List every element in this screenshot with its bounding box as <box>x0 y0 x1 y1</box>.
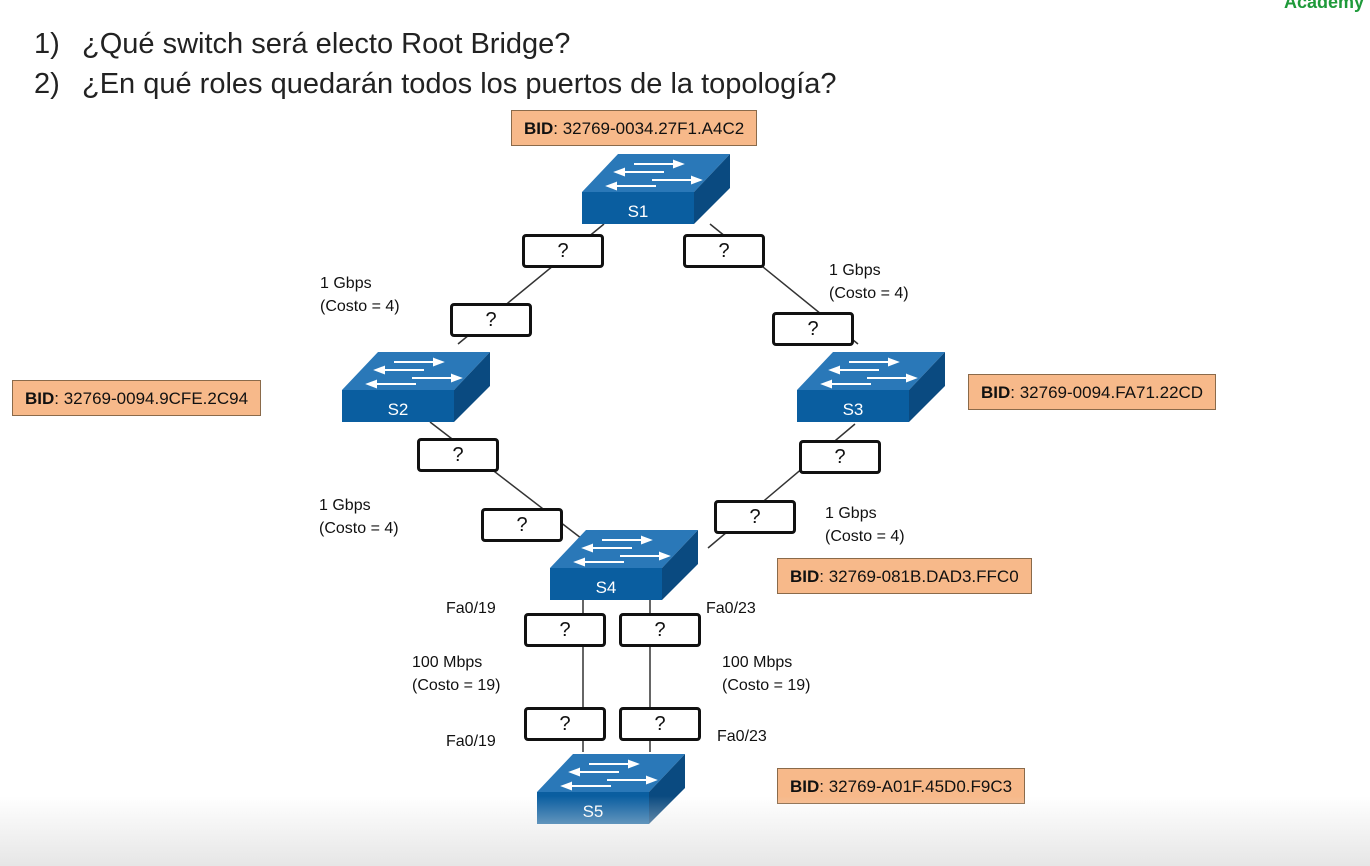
bid-value: : 32769-081B.DAD3.FFC0 <box>819 567 1019 586</box>
switch-icon <box>797 352 945 422</box>
bid-key: BID <box>981 383 1011 402</box>
link-cost: (Costo = 4) <box>320 298 400 315</box>
link-cost: (Costo = 19) <box>412 677 501 694</box>
switch-label: S2 <box>387 400 409 419</box>
question-text: ¿En qué roles quedarán todos los puertos… <box>82 68 837 100</box>
switch-label: S3 <box>842 400 864 419</box>
link-speed: 1 Gbps <box>825 505 877 522</box>
link-cost: (Costo = 4) <box>829 285 909 302</box>
bid-key: BID <box>524 119 554 138</box>
switch-icon <box>550 530 698 600</box>
port-role-s2-to-s4[interactable]: ? <box>417 438 499 472</box>
link-cost: (Costo = 4) <box>825 528 905 545</box>
switch-icon <box>582 154 730 224</box>
brand-logo-text: Academy <box>1284 0 1365 12</box>
port-role-s4-to-s3[interactable]: ? <box>714 500 796 534</box>
link-cost: (Costo = 4) <box>319 520 399 537</box>
port-role-s4-fa023[interactable]: ? <box>619 613 701 647</box>
link-cost: (Costo = 19) <box>722 677 811 694</box>
switch-s5[interactable]: S5 <box>537 752 687 826</box>
switch-label: S1 <box>627 202 649 221</box>
port-role-s4-fa019[interactable]: ? <box>524 613 606 647</box>
switch-s3[interactable]: S3 <box>797 350 947 424</box>
bid-key: BID <box>790 567 820 586</box>
question-number: 2) <box>34 68 60 100</box>
port-role-s3-to-s4[interactable]: ? <box>799 440 881 474</box>
link-label-s2-s4: 1 Gbps (Costo = 4) <box>319 494 399 540</box>
bid-value: : 32769-0034.27F1.A4C2 <box>553 119 745 138</box>
port-role-s3-to-s1[interactable]: ? <box>772 312 854 346</box>
link-speed: 1 Gbps <box>320 275 372 292</box>
link-label-s1-s2: 1 Gbps (Costo = 4) <box>320 272 400 318</box>
question-1: 1) ¿Qué switch será electo Root Bridge? <box>34 28 570 61</box>
bid-box-s1: BID: 32769-0034.27F1.A4C2 <box>511 110 758 146</box>
link-label-s4-s5-fa023: 100 Mbps (Costo = 19) <box>722 651 810 697</box>
bid-box-s3: BID: 32769-0094.FA71.22CD <box>968 374 1217 410</box>
port-role-s1-to-s3[interactable]: ? <box>683 234 765 268</box>
interface-label-s4-fa023: Fa0/23 <box>706 600 756 617</box>
link-label-s1-s3: 1 Gbps (Costo = 4) <box>829 259 909 305</box>
bid-value: : 32769-0094.9CFE.2C94 <box>54 389 249 408</box>
bid-key: BID <box>25 389 55 408</box>
switch-icon <box>342 352 490 422</box>
switch-s1[interactable]: S1 <box>582 152 732 226</box>
bid-key: BID <box>790 777 820 796</box>
link-speed: 100 Mbps <box>412 654 483 671</box>
link-label-s3-s4: 1 Gbps (Costo = 4) <box>825 502 905 548</box>
port-role-s1-to-s2[interactable]: ? <box>522 234 604 268</box>
bid-value: : 32769-A01F.45D0.F9C3 <box>819 777 1013 796</box>
bid-box-s2: BID: 32769-0094.9CFE.2C94 <box>12 380 262 416</box>
question-text: ¿Qué switch será electo Root Bridge? <box>82 28 571 60</box>
bid-box-s4: BID: 32769-081B.DAD3.FFC0 <box>777 558 1032 594</box>
switch-label: S5 <box>582 802 604 821</box>
switch-label: S4 <box>595 578 617 597</box>
question-2: 2) ¿En qué roles quedarán todos los puert… <box>34 68 837 101</box>
bid-value: : 32769-0094.FA71.22CD <box>1010 383 1204 402</box>
link-speed: 1 Gbps <box>829 262 881 279</box>
link-label-s4-s5-fa019: 100 Mbps (Costo = 19) <box>412 651 500 697</box>
port-role-s5-fa019[interactable]: ? <box>524 707 606 741</box>
switch-s2[interactable]: S2 <box>342 350 492 424</box>
switch-s4[interactable]: S4 <box>550 528 700 602</box>
port-role-s5-fa023[interactable]: ? <box>619 707 701 741</box>
bid-box-s5: BID: 32769-A01F.45D0.F9C3 <box>777 768 1026 804</box>
port-role-s4-to-s2[interactable]: ? <box>481 508 563 542</box>
question-number: 1) <box>34 28 60 60</box>
interface-label-s5-fa019: Fa0/19 <box>446 733 496 750</box>
link-speed: 1 Gbps <box>319 497 371 514</box>
interface-label-s4-fa019: Fa0/19 <box>446 600 496 617</box>
port-role-s2-to-s1[interactable]: ? <box>450 303 532 337</box>
link-speed: 100 Mbps <box>722 654 793 671</box>
interface-label-s5-fa023: Fa0/23 <box>717 728 767 745</box>
